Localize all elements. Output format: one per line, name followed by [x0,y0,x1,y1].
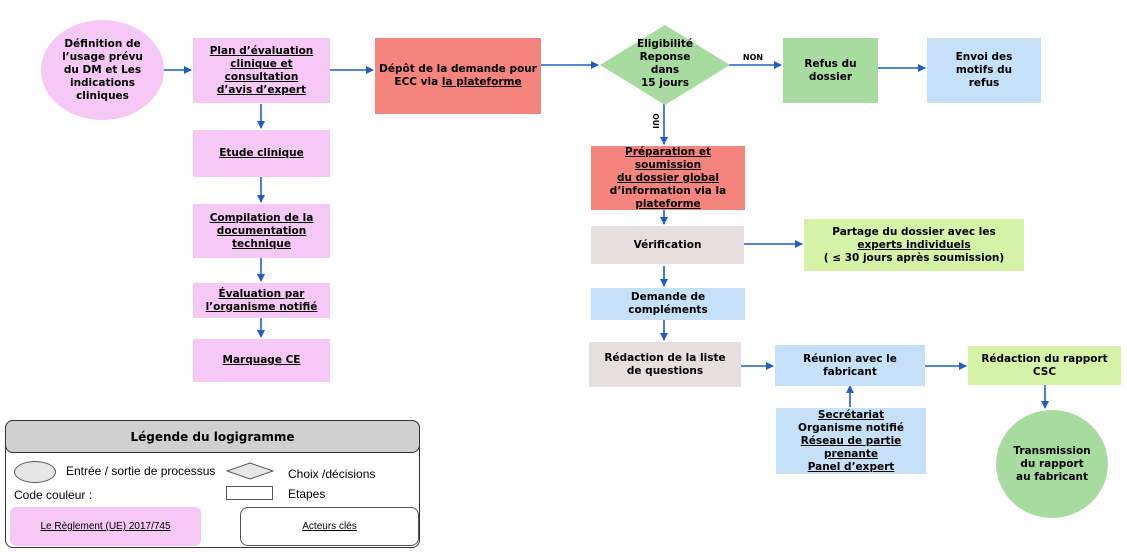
redaction-liste-label: Rédaction de la liste de questions [604,351,726,377]
depot-label-2: ECC via la plateforme [394,76,521,89]
reunion-step: Réunion avec le fabricant [775,345,925,386]
acteurs-label-3: Réseau de partie prenante [800,434,902,460]
evaluation-label-2: l’organisme notifié [205,300,318,313]
plan-evaluation-step: Plan d’évaluation clinique et consultati… [193,38,330,103]
compilation-step: Compilation de la documentation techniqu… [193,204,330,258]
reunion-label: Réunion avec le fabricant [803,352,897,378]
definition-label: Définition de l’usage prévu du DM et Les… [62,37,143,102]
marquage-ce-step: Marquage CE [193,339,330,382]
verification-label: Vérification [633,238,702,251]
legend-reglement-label: Le Règlement (UE) 2017/745 [40,521,171,532]
preparation-label-3: d’information via la [609,184,727,197]
preparation-label-2: du dossier global [617,171,719,184]
partage-label-1: Partage du dossier avec les [832,225,996,238]
legend-ellipse-symbol [14,461,56,483]
etude-label: Etude clinique [219,147,304,159]
envoi-label: Envoi des motifs du refus [955,51,1013,89]
transmission-label: Transmission du rapport au fabricant [1013,444,1091,483]
plan-label-1: Plan d’évaluation [209,44,314,57]
depot-step: Dépôt de la demande pour ECC via la plat… [375,38,541,114]
eligibilite-text: Eligibilité Reponse dans 15 jours [630,38,700,89]
legend-title: Légende du logigramme [5,420,420,453]
plan-label-2: clinique et consultation [224,57,299,83]
legend-diamond-symbol [226,462,274,480]
acteurs-label-2: Organisme notifié [798,421,904,434]
redaction-rapport-label: Rédaction du rapport CSC [981,352,1108,378]
legend-entree-label: Entrée / sortie de processus [66,464,216,478]
legend-reglement-swatch: Le Règlement (UE) 2017/745 [10,507,201,546]
eligibilite-label-2: Reponse dans [639,51,691,76]
compilation-label-3: technique [231,237,292,250]
transmission-ellipse: Transmission du rapport au fabricant [996,410,1108,518]
legend-rect-symbol [226,486,273,500]
preparation-step: Préparation et soumission du dossier glo… [591,146,745,210]
redaction-rapport-step: Rédaction du rapport CSC [968,346,1121,385]
legend-code-label: Code couleur : [14,488,93,502]
etude-clinique-step: Etude clinique [193,130,330,177]
demande-complements-step: Demande de compléments [591,288,745,320]
evaluation-label-1: Évaluation par [218,287,305,300]
partage-label-2: experts individuels [857,238,971,251]
legend-acteurs-label: Acteurs clés [302,521,357,532]
depot-label-2b: la plateforme [441,76,522,88]
verification-step: Vérification [591,226,744,264]
preparation-label-1: Préparation et soumission [625,145,711,171]
eligibilite-label-1: Eligibilité [637,38,693,50]
eligibilite-diamond [600,25,730,105]
legend-acteurs-swatch: Acteurs clés [240,507,419,546]
demande-label: Demande de compléments [628,291,708,316]
redaction-liste-step: Rédaction de la liste de questions [589,342,741,387]
refus-step: Refus du dossier [783,38,878,103]
compilation-label-1: Compilation de la [209,211,314,224]
depot-label-2a: ECC via [394,76,442,88]
eligibilite-label-3: 15 jours [641,77,689,89]
acteurs-label-1: Secrétariat [817,408,885,421]
partage-label-3: ( ≤ 30 jours après soumission) [823,251,1005,264]
compilation-label-2: documentation [216,224,307,237]
definition-ellipse: Définition de l’usage prévu du DM et Les… [41,20,164,120]
legend-etapes-label: Etapes [288,487,326,501]
plan-label-3: d’avis d’expert [216,83,307,96]
non-label: NON [742,52,764,62]
evaluation-on-step: Évaluation par l’organisme notifié [193,283,330,318]
envoi-step: Envoi des motifs du refus [927,38,1041,103]
refus-label: Refus du dossier [804,57,857,83]
partage-step: Partage du dossier avec les experts indi… [804,219,1024,271]
legend-choix-label: Choix /décisions [288,467,376,481]
acteurs-label-4: Panel d’expert [807,460,895,473]
oui-label: OUI [651,113,661,129]
depot-label-1: Dépôt de la demande pour [379,63,537,75]
preparation-label-4: plateforme [635,197,701,210]
acteurs-box: Secrétariat Organisme notifié Réseau de … [776,408,926,474]
marquage-label: Marquage CE [222,354,301,366]
